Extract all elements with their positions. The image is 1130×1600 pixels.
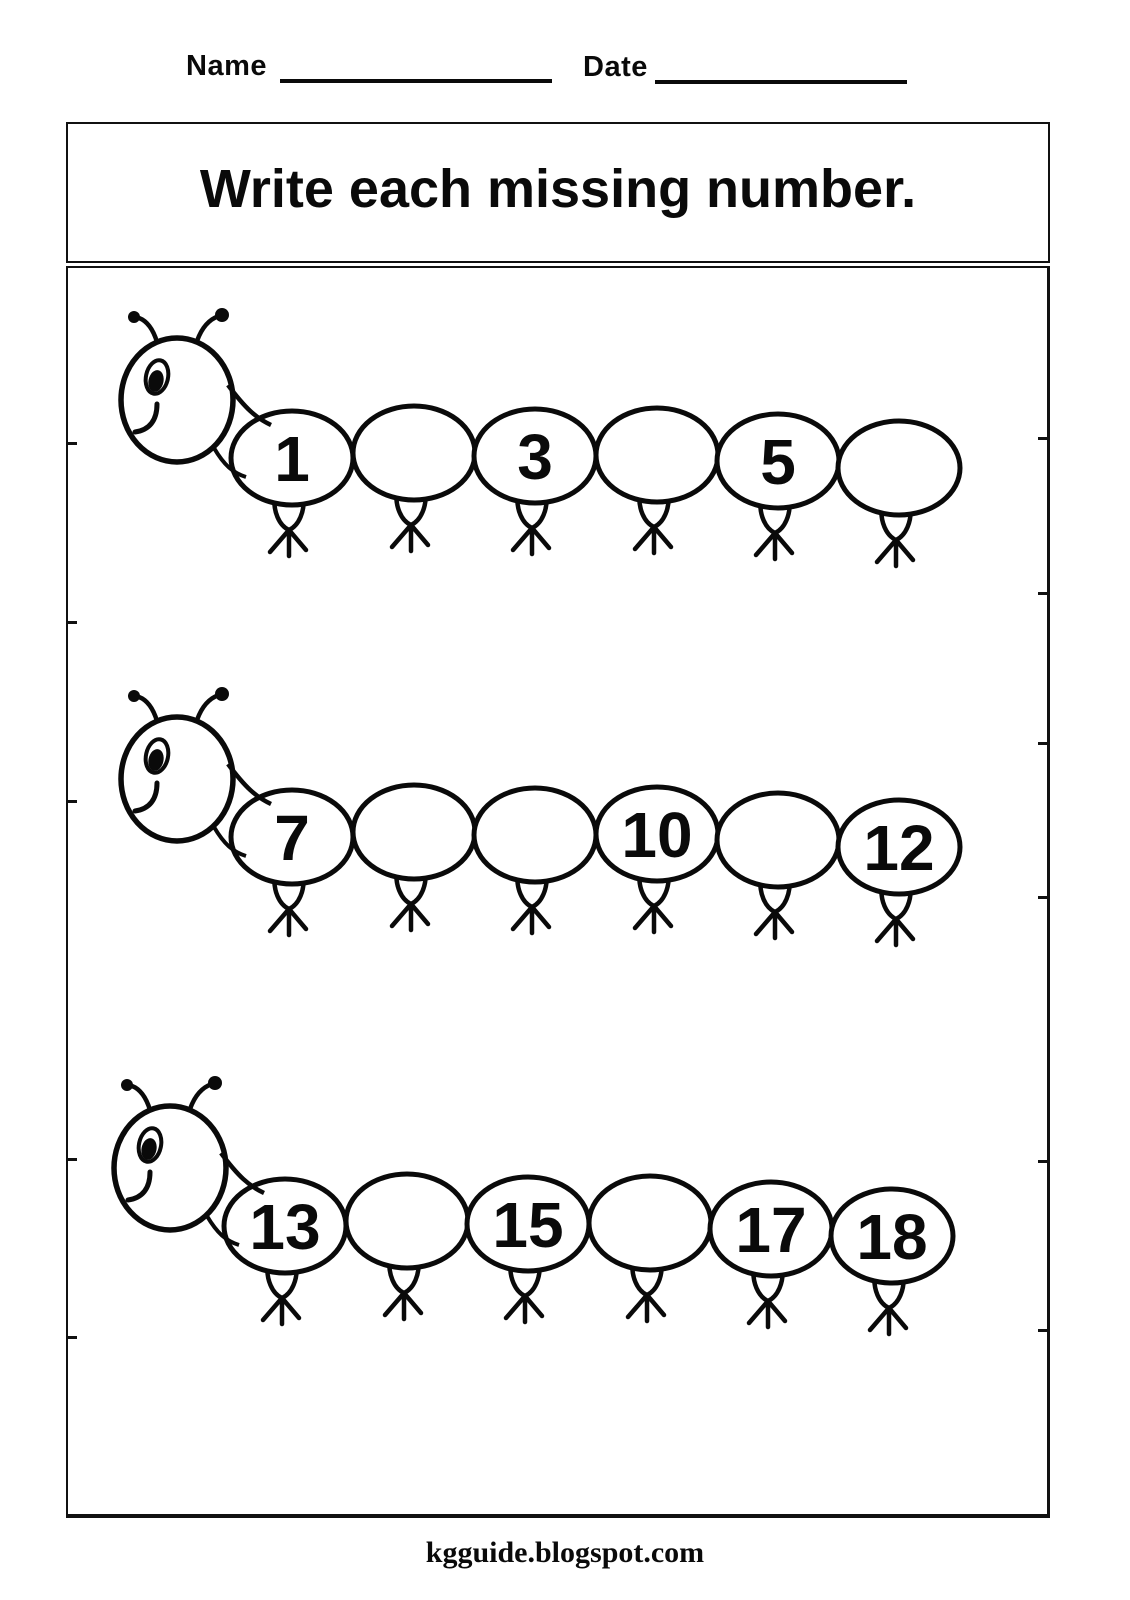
head-outline	[118, 335, 236, 465]
scan-tick	[1038, 896, 1047, 899]
segment-number: 17	[735, 1194, 806, 1266]
smile	[125, 1169, 153, 1203]
segment-number: 7	[274, 802, 310, 874]
pupil	[141, 1138, 157, 1160]
date-label: Date	[583, 51, 648, 83]
scan-tick	[1038, 437, 1047, 440]
worksheet-title: Write each missing number.	[199, 158, 917, 219]
antenna-right-icon	[194, 313, 222, 344]
missing-number-slot[interactable]	[350, 782, 478, 882]
neck-upper	[226, 383, 272, 428]
scan-tick	[1038, 592, 1047, 595]
missing-number-slot[interactable]	[586, 1173, 714, 1273]
caterpillar-head	[111, 1076, 265, 1247]
neck-upper	[226, 762, 272, 807]
caterpillar-head	[118, 687, 272, 858]
number-segment	[835, 797, 963, 897]
caterpillar-leg	[753, 872, 795, 941]
antenna-left-icon	[129, 1083, 153, 1113]
scan-tick	[68, 1158, 77, 1161]
antenna-left-tip	[121, 1079, 133, 1091]
missing-number-slot[interactable]	[350, 403, 478, 503]
smile	[132, 780, 160, 814]
caterpillar-leg	[389, 485, 431, 554]
date-input-line[interactable]	[655, 80, 907, 84]
antenna-left-icon	[136, 315, 160, 345]
segment-number: 10	[621, 799, 692, 871]
missing-number-slot[interactable]	[593, 405, 721, 505]
pupil	[148, 749, 164, 771]
name-input-line[interactable]	[280, 79, 552, 83]
missing-number-slot[interactable]	[714, 790, 842, 890]
antenna-left-icon	[136, 694, 160, 724]
neck-lower	[212, 825, 247, 858]
segment-number: 15	[492, 1189, 563, 1261]
segment-number: 3	[517, 421, 553, 493]
neck-lower	[205, 1214, 240, 1247]
segment-number: 13	[249, 1191, 320, 1263]
caterpillar-2: 7 10 12	[95, 679, 975, 964]
caterpillar-leg	[510, 867, 552, 936]
missing-number-slot[interactable]	[343, 1171, 471, 1271]
number-segment	[828, 1186, 956, 1286]
footer-website: kgguide.blogspot.com	[425, 1536, 705, 1569]
missing-number-slot[interactable]	[835, 418, 963, 518]
caterpillar-head	[118, 308, 272, 479]
antenna-right-icon	[187, 1081, 215, 1112]
name-label: Name	[186, 50, 267, 82]
scan-tick	[68, 1336, 77, 1339]
scan-tick	[1038, 1160, 1047, 1163]
antenna-right-icon	[194, 692, 222, 723]
antenna-right-tip	[208, 1076, 222, 1090]
scan-tick	[68, 800, 77, 803]
scan-tick	[68, 442, 77, 445]
head-outline	[111, 1103, 229, 1233]
segment-number: 12	[863, 812, 934, 884]
smile	[132, 401, 160, 435]
neck-upper	[219, 1151, 265, 1196]
antenna-right-tip	[215, 687, 229, 701]
caterpillar-1: 1 3 5	[95, 300, 975, 585]
segment-number: 5	[760, 426, 796, 498]
scan-tick	[1038, 1329, 1047, 1332]
missing-number-slot[interactable]	[471, 785, 599, 885]
instruction-box: Write each missing number.	[66, 122, 1050, 263]
neck-lower	[212, 446, 247, 479]
antenna-right-tip	[215, 308, 229, 322]
head-outline	[118, 714, 236, 844]
segment-number: 1	[274, 423, 310, 495]
antenna-left-tip	[128, 690, 140, 702]
scan-tick	[68, 621, 77, 624]
segment-number: 18	[856, 1201, 927, 1273]
antenna-left-tip	[128, 311, 140, 323]
scan-tick	[1038, 742, 1047, 745]
caterpillar-3: 13 15 17 18	[88, 1068, 968, 1353]
pupil	[148, 370, 164, 392]
